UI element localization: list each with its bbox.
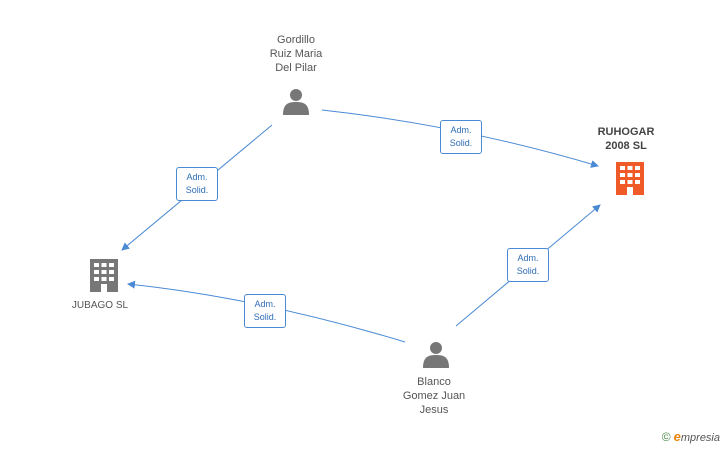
role-line: Solid. — [449, 138, 473, 148]
company-name-line: 2008 SL — [605, 140, 647, 152]
company-name-line: RUHOGAR — [597, 126, 655, 138]
person-name-line: Gordillo — [277, 34, 315, 46]
edge-label-blanco-jubago[interactable]: Adm. Solid. — [244, 294, 286, 328]
edge-label-gordillo-jubago[interactable]: Adm. Solid. — [176, 167, 218, 201]
edge-label-blanco-ruhogar[interactable]: Adm. Solid. — [507, 248, 549, 282]
person-label-gordillo[interactable]: Gordillo Ruiz Maria Del Pilar — [246, 33, 346, 75]
building-icon[interactable] — [616, 162, 644, 195]
person-name-line: Del Pilar — [275, 62, 317, 74]
brand-e: e — [673, 429, 681, 444]
building-icon[interactable] — [90, 259, 118, 292]
person-name-line: Gomez Juan — [402, 390, 466, 402]
person-name-line: Ruiz Maria — [269, 48, 323, 60]
role-line: Adm. — [517, 253, 539, 263]
person-label-blanco[interactable]: Blanco Gomez Juan Jesus — [384, 375, 484, 417]
person-name-line: Blanco — [417, 376, 451, 388]
company-label-ruhogar[interactable]: RUHOGAR 2008 SL — [576, 125, 676, 153]
role-line: Solid. — [516, 266, 540, 276]
role-line: Adm. — [254, 299, 276, 309]
role-line: Adm. — [450, 125, 472, 135]
copyright-icon: © — [661, 430, 671, 444]
empresia-logo: ©empresia — [662, 429, 720, 444]
company-name-line: JUBAGO SL — [71, 300, 129, 311]
person-icon[interactable] — [283, 89, 309, 115]
company-label-jubago[interactable]: JUBAGO SL — [50, 299, 150, 313]
person-name-line: Jesus — [419, 404, 449, 416]
brand-rest: mpresia — [680, 432, 720, 444]
person-icon[interactable] — [423, 342, 449, 368]
role-line: Solid. — [185, 185, 209, 195]
role-line: Solid. — [253, 312, 277, 322]
role-line: Adm. — [186, 172, 208, 182]
edge-label-gordillo-ruhogar[interactable]: Adm. Solid. — [440, 120, 482, 154]
